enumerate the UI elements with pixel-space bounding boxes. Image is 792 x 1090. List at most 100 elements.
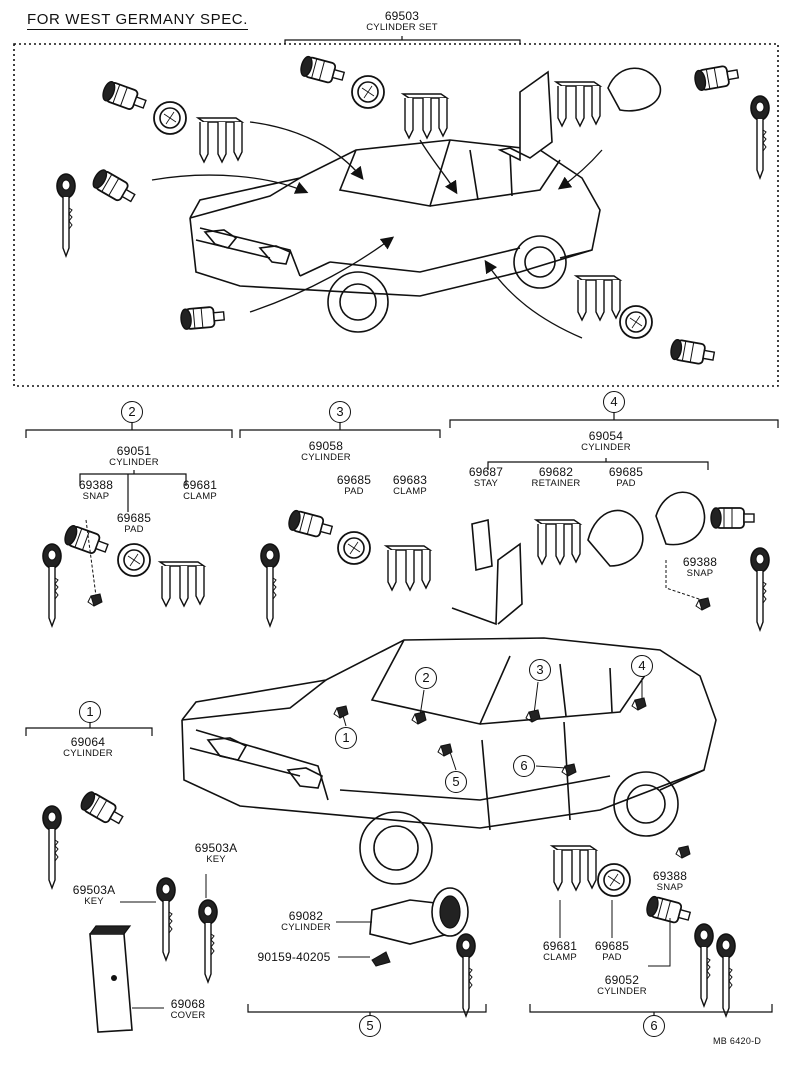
group-2-cylinder-name: CYLINDER bbox=[109, 457, 159, 468]
cover-name: COVER bbox=[170, 1010, 206, 1021]
group-2-snap-name: SNAP bbox=[82, 491, 110, 502]
group-4-pad-label: 69685 PAD bbox=[609, 466, 643, 489]
group-3-pad-label: 69685 PAD bbox=[337, 474, 371, 497]
group-4-pad-part-no: 69685 bbox=[608, 465, 644, 479]
group-4-snap-part-no: 69388 bbox=[682, 555, 718, 569]
group-5-parts bbox=[336, 887, 476, 1017]
group-3-callout: 3 bbox=[329, 401, 351, 423]
group-3-cylinder-label: 69058 CYLINDER bbox=[301, 440, 351, 463]
top-parts bbox=[56, 54, 770, 367]
group-2-clamp-name: CLAMP bbox=[183, 491, 217, 502]
group-2-cylinder-part-no: 69051 bbox=[116, 444, 152, 458]
group-1-cylinder-label: 69064 CYLINDER bbox=[63, 736, 113, 759]
key-a-label: 69503A KEY bbox=[73, 884, 116, 907]
top-car-illustration bbox=[189, 139, 601, 333]
group-6-cylinder-part-no: 69052 bbox=[604, 973, 640, 987]
group-2-snap-label: 69388 SNAP bbox=[79, 479, 113, 502]
group-6-snap-label: 69388 SNAP bbox=[653, 870, 687, 893]
spec-title: FOR WEST GERMANY SPEC. bbox=[27, 11, 249, 30]
group-1-callout: 1 bbox=[79, 701, 101, 723]
cylinder-set-name: CYLINDER SET bbox=[366, 22, 438, 33]
lower-car-illustration bbox=[181, 637, 717, 885]
group-5-screw-part-no: 90159-40205 bbox=[257, 950, 331, 964]
group-6-callout: 6 bbox=[643, 1015, 665, 1037]
group-6-snap-part-no: 69388 bbox=[652, 869, 688, 883]
group-5-cylinder-label: 69082 CYLINDER bbox=[281, 910, 331, 933]
group-5-cylinder-name: CYLINDER bbox=[281, 922, 331, 933]
group-6-cylinder-label: 69052 CYLINDER bbox=[597, 974, 647, 997]
group-3-clamp-name: CLAMP bbox=[393, 486, 427, 497]
group-5-callout: 5 bbox=[359, 1015, 381, 1037]
group-1-cylinder-name: CYLINDER bbox=[63, 748, 113, 759]
group-4-retainer-label: 69682 RETAINER bbox=[532, 466, 581, 489]
group-2-callout: 2 bbox=[121, 401, 143, 423]
group-6-parts bbox=[551, 845, 736, 1017]
group-2-pad-part-no: 69685 bbox=[116, 511, 152, 525]
group-6-pad-part-no: 69685 bbox=[594, 939, 630, 953]
group-3-clamp-label: 69683 CLAMP bbox=[393, 474, 427, 497]
group-6-clamp-part-no: 69681 bbox=[542, 939, 578, 953]
car-callout-3: 3 bbox=[529, 659, 551, 681]
key-cover-part bbox=[89, 925, 164, 1033]
group-4-cylinder-label: 69054 CYLINDER bbox=[581, 430, 631, 453]
group-4-retainer-name: RETAINER bbox=[531, 478, 581, 489]
group-4-stay-part-no: 69687 bbox=[468, 465, 504, 479]
top-section-frame bbox=[13, 36, 779, 387]
loose-keys bbox=[120, 874, 218, 983]
group-4-pad-name: PAD bbox=[616, 478, 636, 489]
key-b-part-no: 69503A bbox=[194, 841, 238, 855]
key-b-name: KEY bbox=[206, 854, 226, 865]
car-callout-4: 4 bbox=[631, 655, 653, 677]
drawing-number: MB 6420-D bbox=[713, 1036, 762, 1046]
group-2-pad-label: 69685 PAD bbox=[117, 512, 151, 535]
group-3-cylinder-name: CYLINDER bbox=[301, 452, 351, 463]
group-2-snap-part-no: 69388 bbox=[78, 478, 114, 492]
top-arrows bbox=[151, 121, 603, 339]
group-3-bracket bbox=[239, 422, 441, 438]
group-3-cylinder-part-no: 69058 bbox=[308, 439, 344, 453]
group-3-parts bbox=[260, 508, 431, 627]
group-5-cylinder-part-no: 69082 bbox=[288, 909, 324, 923]
group-4-snap-label: 69388 SNAP bbox=[683, 556, 717, 579]
group-3-pad-name: PAD bbox=[344, 486, 364, 497]
cover-label: 69068 COVER bbox=[171, 998, 206, 1021]
group-6-cylinder-name: CYLINDER bbox=[597, 986, 647, 997]
group-6-pad-name: PAD bbox=[602, 952, 622, 963]
group-1-cylinder-part-no: 69064 bbox=[70, 735, 106, 749]
group-6-clamp-name: CLAMP bbox=[543, 952, 577, 963]
cylinder-set-label: 69503 CYLINDER SET bbox=[366, 10, 438, 33]
group-4-retainer-part-no: 69682 bbox=[538, 465, 574, 479]
group-4-cylinder-name: CYLINDER bbox=[581, 442, 631, 453]
car-callout-2: 2 bbox=[415, 667, 437, 689]
group-4-stay-name: STAY bbox=[473, 478, 499, 489]
group-3-pad-part-no: 69685 bbox=[336, 473, 372, 487]
group-6-pad-label: 69685 PAD bbox=[595, 940, 629, 963]
group-6-snap-name: SNAP bbox=[656, 882, 684, 893]
car-callout-5: 5 bbox=[445, 771, 467, 793]
lower-car-leaders bbox=[341, 678, 643, 771]
group-1-parts bbox=[42, 788, 127, 889]
key-a-part-no: 69503A bbox=[72, 883, 116, 897]
cylinder-set-part-no: 69503 bbox=[384, 9, 420, 23]
group-2-pad-name: PAD bbox=[124, 524, 144, 535]
group-5-screw-label: 90159-40205 bbox=[258, 951, 331, 964]
lower-car-lock-marks bbox=[333, 697, 647, 777]
group-4-snap-name: SNAP bbox=[686, 568, 714, 579]
group-4-cylinder-part-no: 69054 bbox=[588, 429, 624, 443]
group-3-clamp-part-no: 69683 bbox=[392, 473, 428, 487]
group-6-clamp-label: 69681 CLAMP bbox=[543, 940, 577, 963]
group-2-clamp-label: 69681 CLAMP bbox=[183, 479, 217, 502]
car-callout-1: 1 bbox=[335, 727, 357, 749]
group-4-stay-label: 69687 STAY bbox=[469, 466, 503, 489]
group-2-clamp-part-no: 69681 bbox=[182, 478, 218, 492]
group-2-bracket bbox=[25, 422, 233, 512]
group-2-parts bbox=[42, 519, 205, 627]
group-4-parts bbox=[451, 491, 770, 631]
group-4-callout: 4 bbox=[603, 391, 625, 413]
key-a-name: KEY bbox=[84, 896, 104, 907]
group-2-cylinder-label: 69051 CYLINDER bbox=[109, 445, 159, 468]
car-callout-6: 6 bbox=[513, 755, 535, 777]
group-4-bracket bbox=[449, 412, 779, 470]
group-1-bracket bbox=[25, 722, 153, 736]
